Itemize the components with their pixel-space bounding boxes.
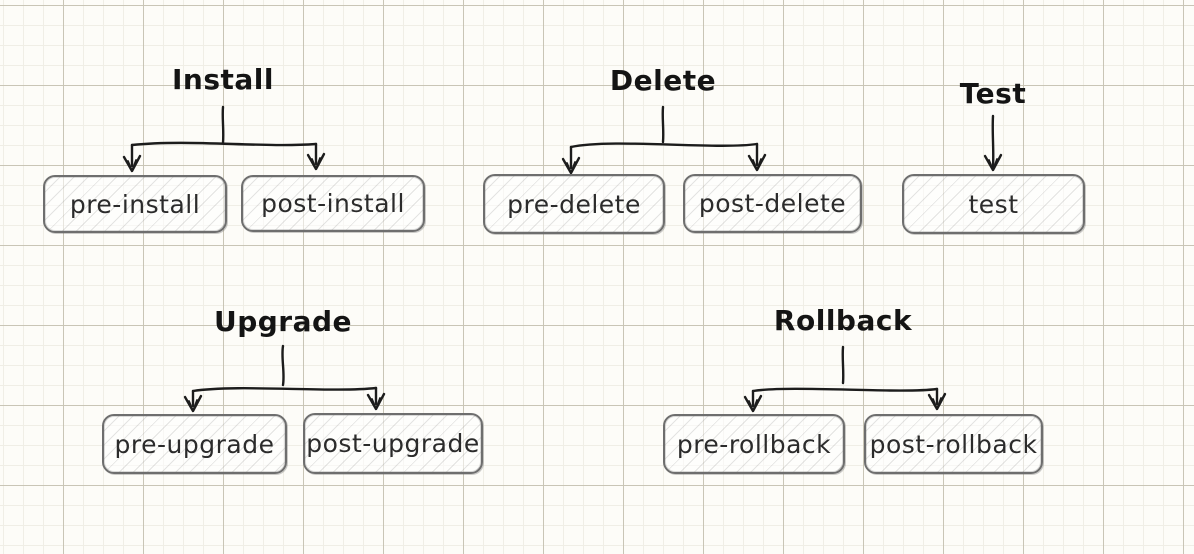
node-label: test [968, 189, 1019, 219]
node-pre-upgrade: pre-upgrade [102, 414, 287, 474]
upgrade-branch-arrow-icon [183, 344, 386, 413]
node-pre-delete: pre-delete [483, 174, 665, 234]
node-label: pre-rollback [676, 429, 832, 459]
group-title-rollback: Rollback [773, 304, 913, 337]
group-title-upgrade: Upgrade [213, 305, 353, 338]
node-label: pre-delete [507, 189, 641, 219]
node-label: post-delete [698, 189, 847, 218]
group-title-install: Install [172, 63, 274, 96]
node-test: test [902, 174, 1085, 234]
node-post-rollback: post-rollback [864, 414, 1043, 474]
node-post-install: post-install [241, 175, 425, 232]
rollback-branch-arrow-icon [743, 345, 947, 413]
node-post-delete: post-delete [683, 174, 862, 233]
group-title-test: Test [959, 77, 1027, 110]
node-post-upgrade: post-upgrade [303, 413, 483, 474]
node-label: post-rollback [869, 429, 1038, 459]
install-branch-arrow-icon [122, 105, 326, 173]
node-label: pre-upgrade [114, 429, 275, 459]
node-label: pre-install [69, 189, 201, 219]
test-arrow-icon [983, 114, 1003, 172]
node-pre-install: pre-install [43, 175, 227, 233]
node-label: post-upgrade [306, 429, 480, 458]
node-label: post-install [261, 189, 405, 218]
group-title-delete: Delete [609, 64, 717, 97]
delete-branch-arrow-icon [561, 105, 767, 175]
node-pre-rollback: pre-rollback [663, 414, 845, 474]
